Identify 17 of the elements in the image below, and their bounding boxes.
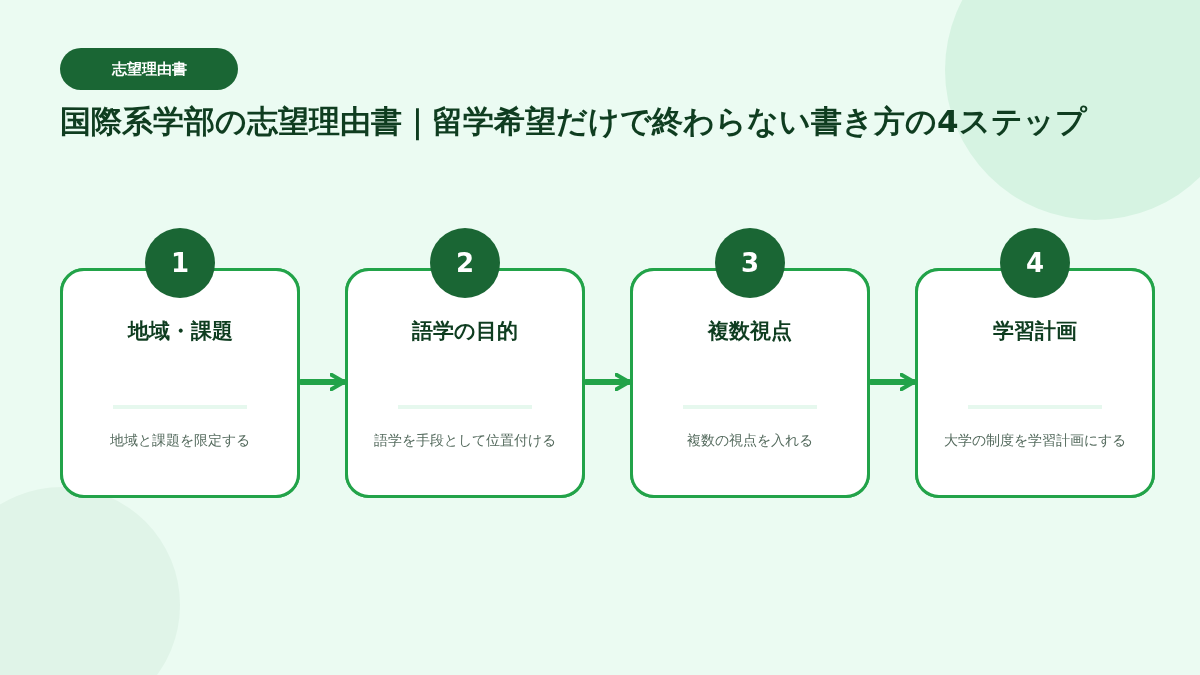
step-heading: 複数視点 bbox=[706, 318, 793, 345]
step-description: 複数の視点を入れる bbox=[686, 431, 814, 450]
step-heading: 語学の目的 bbox=[411, 318, 519, 345]
step-number-badge: 1 bbox=[145, 228, 215, 298]
title: 国際系学部の志望理由書｜留学希望だけで終わらない書き方の4ステップ bbox=[60, 102, 1089, 143]
arrow bbox=[583, 372, 632, 392]
arrow bbox=[868, 372, 917, 392]
step-number-badge: 3 bbox=[715, 228, 785, 298]
step-description: 語学を手段として位置付ける bbox=[373, 431, 557, 450]
step-heading: 地域・課題 bbox=[126, 318, 234, 345]
step-number-badge: 4 bbox=[1000, 228, 1070, 298]
tag-pill: 志望理由書 bbox=[60, 48, 238, 90]
step-description: 大学の制度を学習計画にする bbox=[943, 431, 1127, 450]
step-heading: 学習計画 bbox=[992, 318, 1078, 345]
arrow bbox=[298, 372, 347, 392]
step-description: 地域と課題を限定する bbox=[109, 431, 251, 450]
step-number-badge: 2 bbox=[430, 228, 500, 298]
